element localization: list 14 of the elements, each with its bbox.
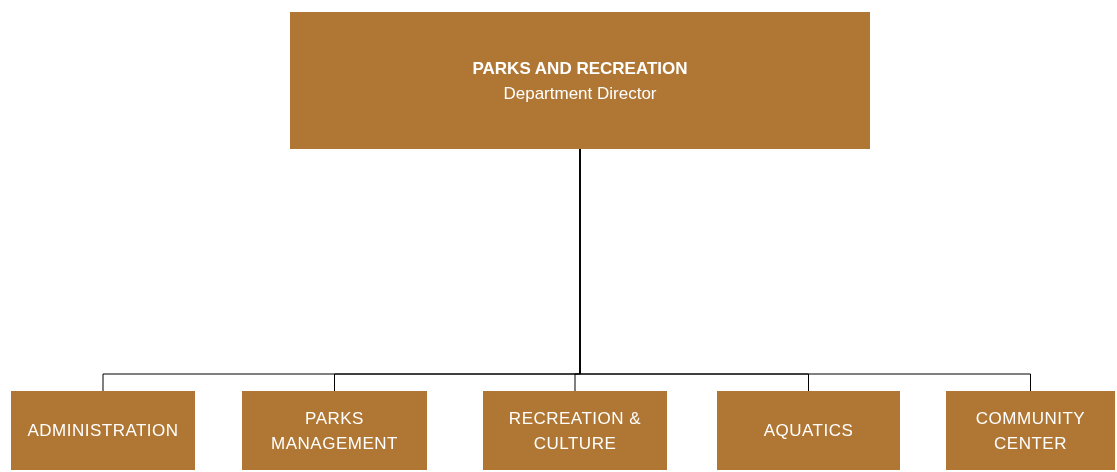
- director-box: [290, 12, 870, 149]
- division-name: PARKS MANAGEMENT: [270, 407, 399, 455]
- division-box: [717, 391, 900, 470]
- division-name: ADMINISTRATION: [27, 420, 179, 442]
- box-subtitle: Department Director: [503, 82, 657, 105]
- division-name: COMMUNITY CENTER: [974, 407, 1087, 455]
- division-box: [242, 391, 427, 470]
- division-name: RECREATION & CULTURE: [507, 407, 643, 455]
- division-box: [11, 391, 195, 470]
- division-name: AQUATICS: [763, 420, 854, 442]
- division-box: [946, 391, 1115, 470]
- division-box: [483, 391, 667, 470]
- box-title: PARKS AND RECREATION: [472, 57, 688, 80]
- connector-line: [579, 148, 1031, 392]
